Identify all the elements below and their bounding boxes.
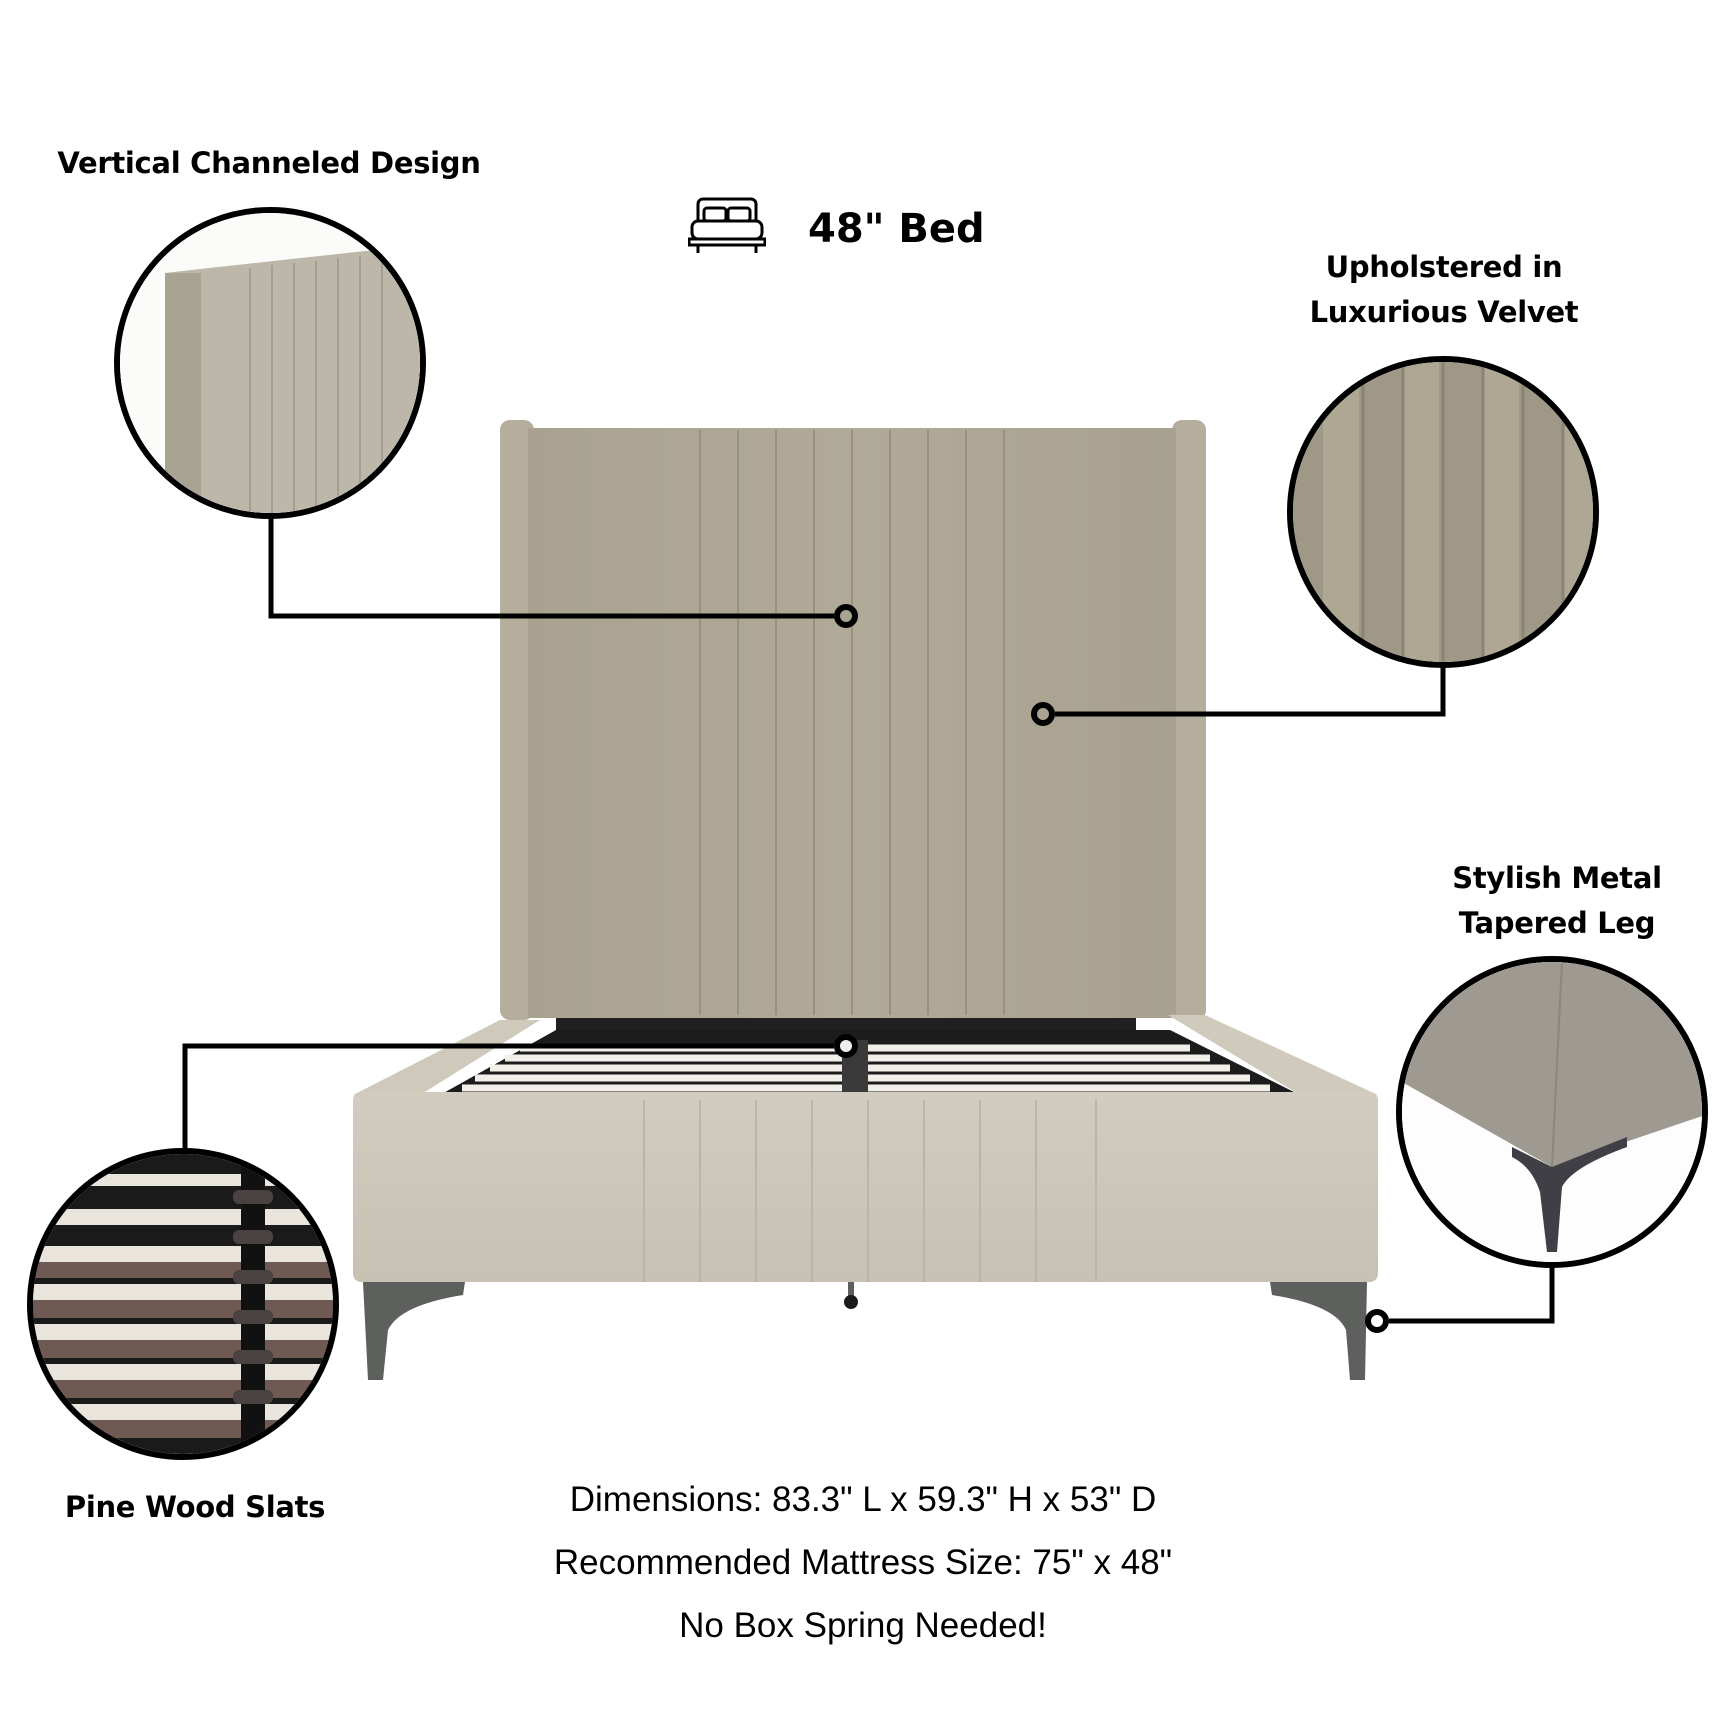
slats-detail-image — [33, 1154, 333, 1454]
callout-text: Upholstered in — [1325, 250, 1563, 284]
callout-label-channeled: Vertical Channeled Design — [57, 141, 481, 186]
callout-text: Luxurious Velvet — [1309, 295, 1579, 329]
callout-text: Vertical Channeled Design — [57, 146, 481, 180]
spec-box-spring: No Box Spring Needed! — [679, 1606, 1047, 1645]
footboard — [353, 1092, 1378, 1282]
headboard — [500, 420, 1206, 1020]
callout-connectors — [182, 516, 1555, 1324]
callout-text: Pine Wood Slats — [64, 1490, 326, 1524]
spec-mattress-size: Recommended Mattress Size: 75" x 48" — [553, 1543, 1173, 1582]
callout-image-leg — [1396, 956, 1708, 1268]
leg-detail-image — [1402, 962, 1702, 1262]
page-title: 48" Bed — [808, 206, 985, 252]
callout-label-velvet: Upholstered in Luxurious Velvet — [1310, 245, 1579, 335]
callout-text: Tapered Leg — [1458, 906, 1656, 940]
spec-dimensions: Dimensions: 83.3" L x 59.3" H x 53" D — [569, 1480, 1157, 1519]
callout-text: Stylish Metal — [1452, 861, 1662, 895]
callout-label-leg: Stylish Metal Tapered Leg — [1452, 856, 1662, 946]
velvet-detail-image — [1293, 362, 1593, 662]
bed-icon — [688, 196, 766, 256]
channeled-detail-image — [120, 213, 420, 513]
callout-image-channeled — [114, 207, 426, 519]
callout-image-slats — [27, 1148, 339, 1460]
callout-image-velvet — [1287, 356, 1599, 668]
callout-label-slats: Pine Wood Slats — [64, 1485, 326, 1530]
metal-legs — [363, 1282, 1367, 1380]
slat-platform — [440, 1018, 1300, 1095]
callout-dots — [834, 604, 1389, 1333]
